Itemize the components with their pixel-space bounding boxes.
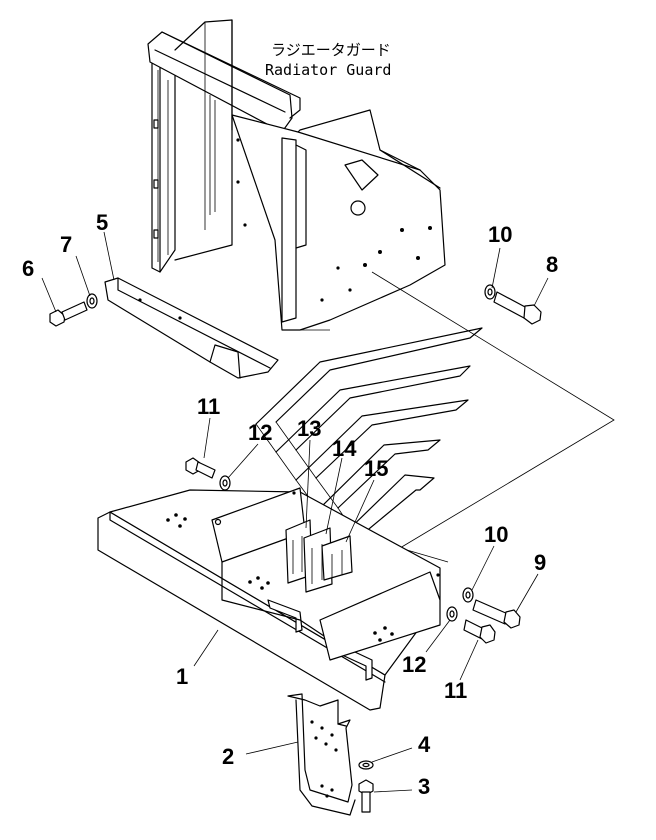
callout-15: 15 [364, 456, 388, 481]
callout-8: 8 [546, 252, 558, 277]
part-11-bolt-lower [463, 619, 496, 644]
leader-lines [41, 231, 549, 793]
part-12-washer-lower [446, 606, 458, 622]
part-12-washer-upper [219, 475, 231, 491]
part-9-bolt [472, 599, 521, 629]
part-4-washer [358, 760, 374, 770]
part-3-bolt [358, 779, 374, 813]
callout-3: 3 [418, 774, 430, 799]
callout-13: 13 [297, 416, 321, 441]
assembly-direction-arrow [255, 327, 483, 541]
callout-10-upper: 10 [488, 222, 512, 247]
callout-11-upper: 11 [197, 394, 220, 419]
part-8-bolt [493, 291, 542, 325]
callout-10-lower: 10 [484, 522, 508, 547]
part-11-bolt-upper [185, 457, 216, 479]
callout-7: 7 [60, 232, 72, 257]
part-7-washer [86, 293, 98, 309]
part-5-bracket [104, 277, 279, 379]
callout-4: 4 [418, 732, 431, 757]
part-10-washer-lower [462, 587, 474, 603]
callout-11-lower: 11 [444, 678, 467, 703]
callout-6: 6 [22, 256, 34, 281]
part-6-bolt [49, 301, 88, 327]
callout-labels: 6 7 5 10 8 11 12 13 14 15 10 9 1 12 11 2… [22, 210, 558, 799]
reference-lines [371, 271, 615, 563]
part-10-washer-upper [484, 284, 496, 300]
title-japanese: ラジエータガード [271, 41, 391, 59]
title-english: Radiator Guard [265, 61, 391, 79]
radiator-guard-frame [147, 19, 446, 331]
callout-5: 5 [96, 210, 108, 235]
callout-14: 14 [332, 436, 357, 461]
callout-12-lower: 12 [402, 652, 426, 677]
part-15-plate [321, 535, 353, 581]
part-1-bottom-frame [97, 487, 441, 711]
callout-1: 1 [176, 664, 188, 689]
callout-12-upper: 12 [248, 420, 272, 445]
part-2-step [287, 693, 356, 816]
callout-2: 2 [222, 744, 234, 769]
callout-9: 9 [534, 550, 546, 575]
